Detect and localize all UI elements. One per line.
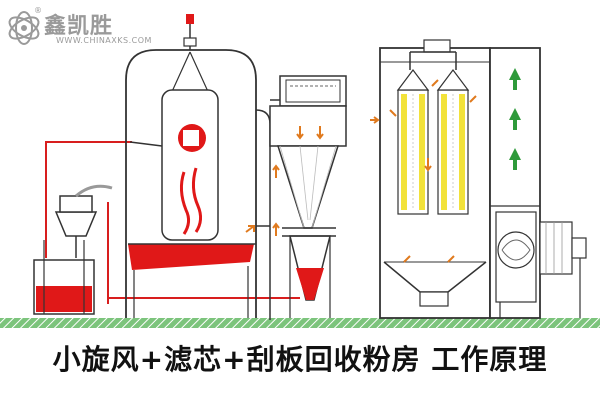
filter-cartridge-icon [396,51,470,215]
flow-arrow-icon [245,79,477,263]
logo-registered-mark: ® [34,6,42,15]
logo-icon [8,11,40,45]
ground [0,318,600,328]
powder-tank-icon [33,184,113,315]
logo-url: WWW.CHINAXKS.COM [56,36,152,45]
fan-icon [489,47,587,319]
logo-name: 鑫凯胜 [44,14,114,39]
logo: ® 鑫凯胜 WWW.CHINAXKS.COM [4,6,154,52]
spray-booth [125,14,257,318]
caption: 小旋风+滤芯+刮板回收粉房 工作原理 [52,343,548,376]
red-pipe [45,141,300,304]
cyclone-icon [269,75,347,318]
flow-arrow-icon [509,68,521,170]
